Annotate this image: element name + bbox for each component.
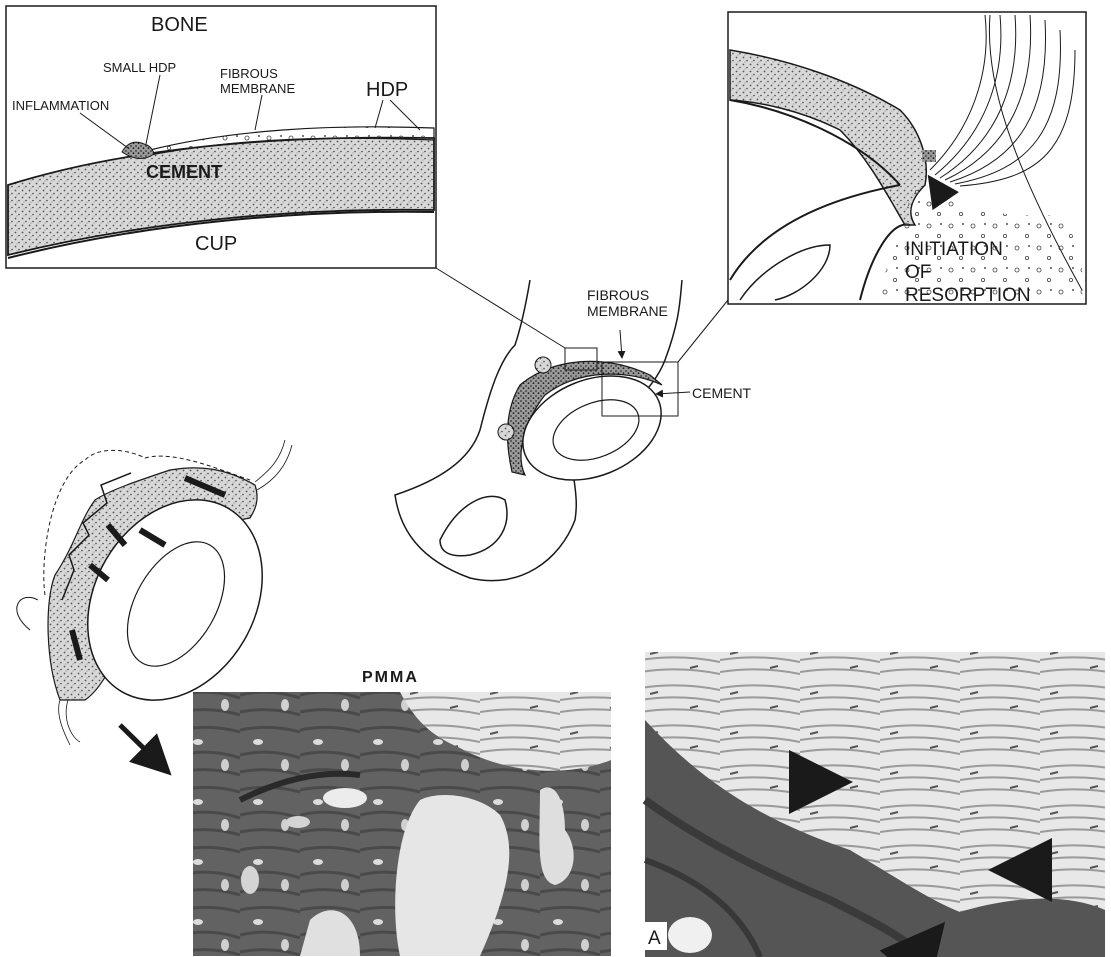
center-fibrous-label-line2: MEMBRANE <box>587 303 668 319</box>
big-arrow <box>120 725 168 772</box>
inset-left: BONE SMALL HDP FIBROUS MEMBRANE HDP INFL… <box>6 6 436 268</box>
cement-label: CEMENT <box>146 162 222 182</box>
obturator-foramen <box>440 496 507 555</box>
micrograph-pmma: PMMA <box>193 669 611 956</box>
pmma-label: PMMA <box>362 669 419 686</box>
inflammation-label: INFLAMMATION <box>12 98 109 113</box>
initiation-label-line3: RESORPTION <box>905 285 1031 306</box>
hdp-label: HDP <box>366 79 408 101</box>
initiation-label-line1: INITIATION <box>905 239 1003 260</box>
inset-right: INITIATION OF RESORPTION <box>728 12 1086 306</box>
fibrous-membrane-label-line1: FIBROUS <box>220 66 278 81</box>
micrograph-a: A <box>645 652 1105 957</box>
panel-letter: A <box>648 928 661 949</box>
fibrous-membrane-label-line2: MEMBRANE <box>220 81 295 96</box>
bone-label: BONE <box>151 14 208 36</box>
cup-label: CUP <box>195 233 237 255</box>
initiation-label-line2: OF <box>905 262 931 283</box>
center-fibrous-label-line1: FIBROUS <box>587 287 649 303</box>
small-hdp-label: SMALL HDP <box>103 60 176 75</box>
center-figure: FIBROUS MEMBRANE CEMENT <box>395 280 752 581</box>
center-cement-label: CEMENT <box>692 385 752 401</box>
